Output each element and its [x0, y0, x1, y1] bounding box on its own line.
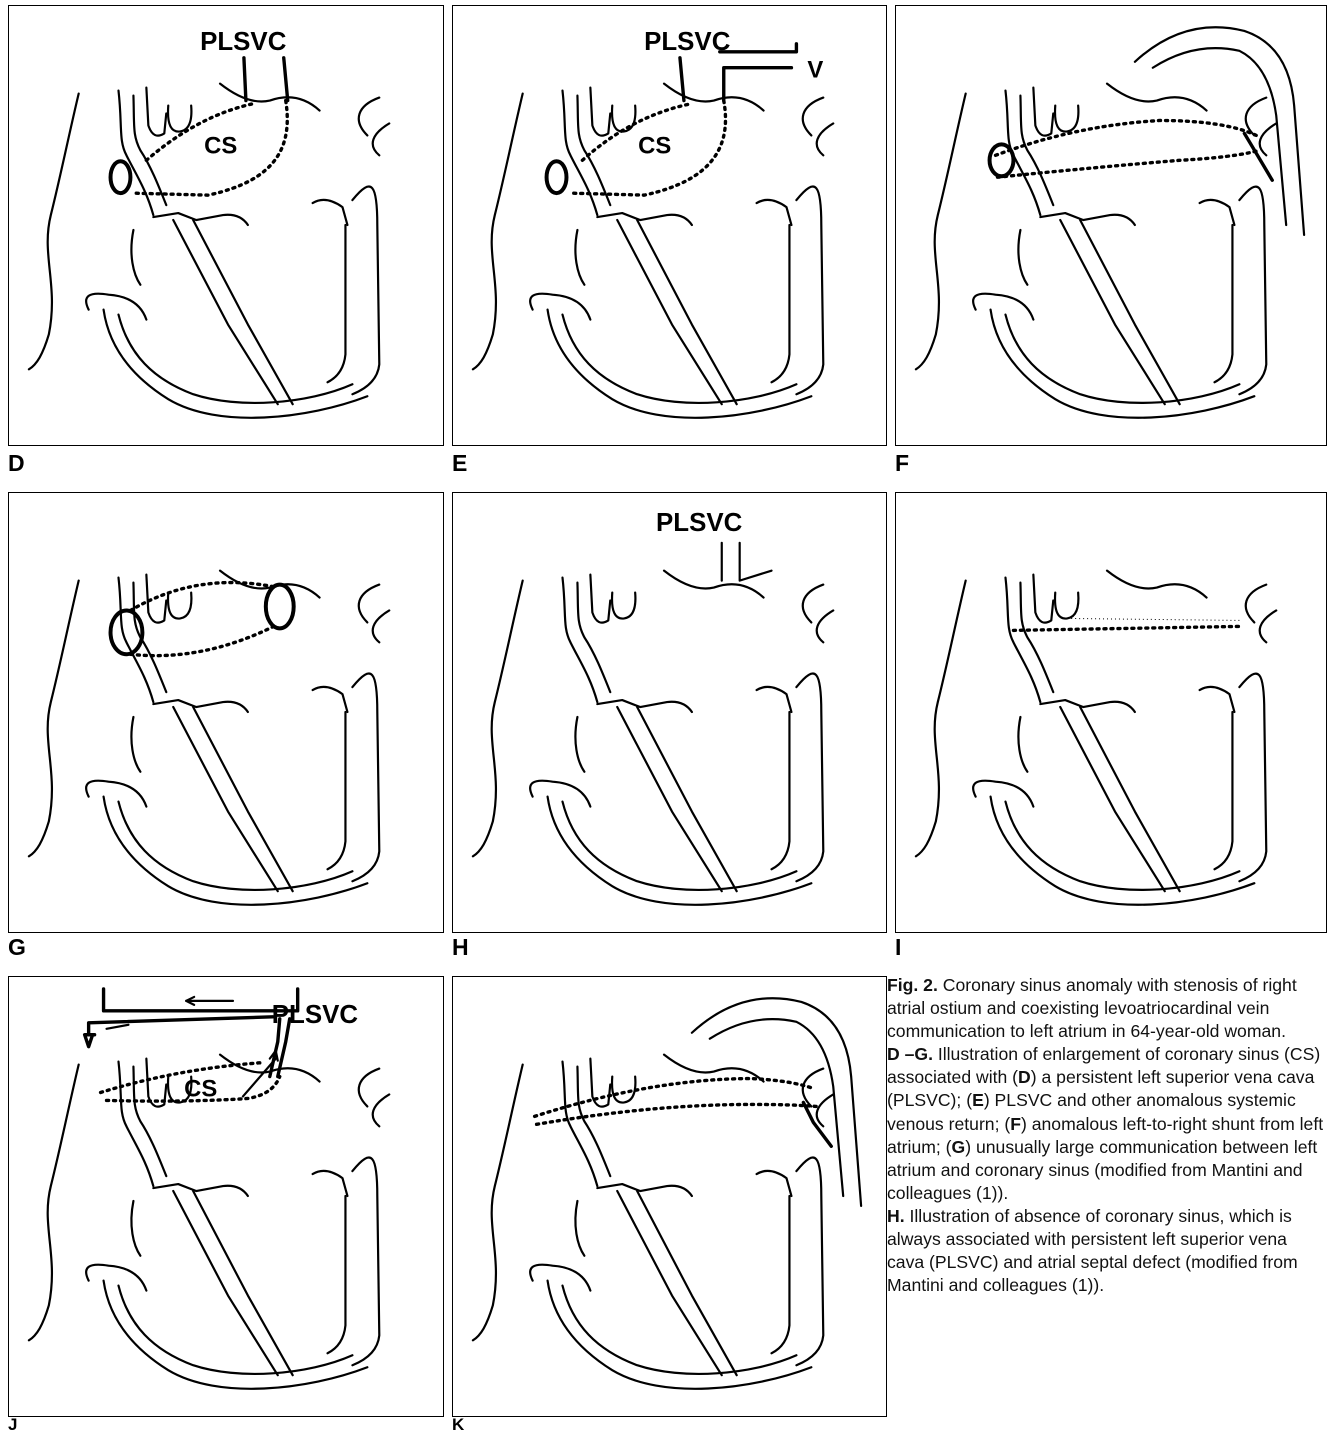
caption-dg-g: G: [952, 1137, 966, 1157]
panel-letter-d: D: [8, 452, 25, 475]
panel-letter-i: I: [895, 936, 901, 959]
caption-dg-range: D –G.: [887, 1044, 933, 1064]
panel-h-diagram: PLSVC: [453, 493, 886, 932]
label-cs: CS: [204, 132, 237, 159]
panel-k: [452, 976, 887, 1417]
caption-h: H. Illustration of absence of coronary s…: [887, 1205, 1327, 1297]
panel-d-diagram: PLSVC CS: [9, 6, 443, 445]
panel-f: [895, 5, 1327, 446]
label-plsvc: PLSVC: [644, 28, 730, 56]
label-plsvc: PLSVC: [656, 509, 742, 537]
panel-letter-j: J: [8, 1416, 17, 1433]
label-v: V: [807, 57, 823, 84]
panel-letter-g: G: [8, 936, 26, 959]
panel-h: PLSVC: [452, 492, 887, 933]
caption-fig: Fig. 2. Coronary sinus anomaly with sten…: [887, 974, 1327, 1043]
panel-j-diagram: PLSVC CS: [9, 977, 443, 1416]
caption-fig-text: Coronary sinus anomaly with stenosis of …: [887, 975, 1297, 1041]
figure-caption: Fig. 2. Coronary sinus anomaly with sten…: [887, 974, 1327, 1297]
panel-d: PLSVC CS: [8, 5, 444, 446]
panel-f-diagram: [896, 6, 1326, 445]
panel-letter-k: K: [452, 1416, 464, 1433]
panel-g-diagram: [9, 493, 443, 932]
panel-i-diagram: [896, 493, 1326, 932]
panel-g: [8, 492, 444, 933]
panel-letter-h: H: [452, 936, 469, 959]
panel-k-diagram: [453, 977, 886, 1416]
panel-letter-e: E: [452, 452, 467, 475]
caption-dg-e: E: [972, 1090, 984, 1110]
panel-letter-f: F: [895, 452, 909, 475]
caption-dg-d: D: [1018, 1067, 1031, 1087]
caption-fig-label: Fig. 2.: [887, 975, 938, 995]
caption-h-text: Illustration of absence of coronary sinu…: [887, 1206, 1298, 1295]
label-plsvc: PLSVC: [200, 28, 286, 56]
label-cs: CS: [638, 132, 671, 159]
panel-j: PLSVC CS: [8, 976, 444, 1417]
caption-dg: D –G. Illustration of enlargement of cor…: [887, 1043, 1327, 1205]
label-plsvc: PLSVC: [272, 1001, 358, 1029]
panel-e-diagram: PLSVC CS V: [453, 6, 886, 445]
caption-h-label: H.: [887, 1206, 905, 1226]
panel-e: PLSVC CS V: [452, 5, 887, 446]
caption-dg-f: F: [1010, 1114, 1021, 1134]
panel-i: [895, 492, 1327, 933]
label-cs: CS: [184, 1075, 217, 1102]
